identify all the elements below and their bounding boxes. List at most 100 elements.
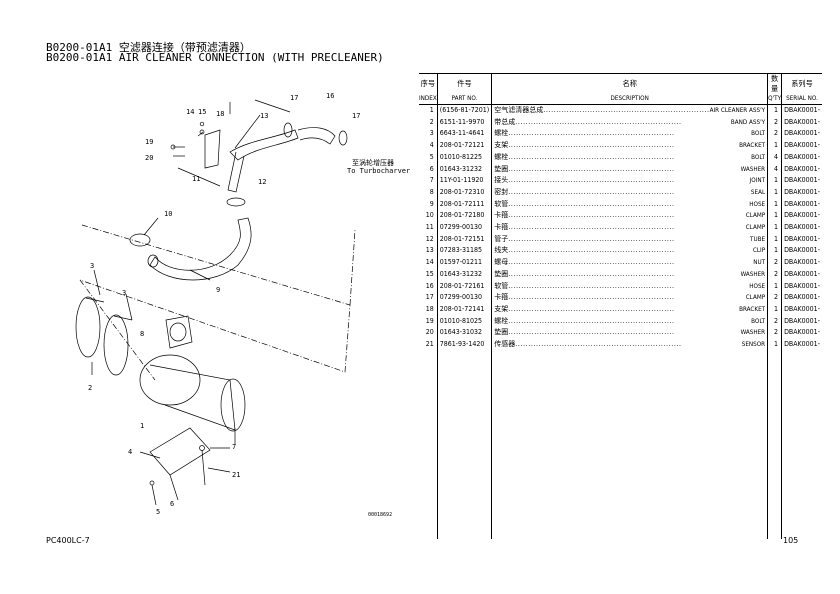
row-serial: DBAK0001- [781, 175, 822, 187]
row-desc-en: CLAMP [745, 212, 766, 220]
row-serial: DBAK0001- [781, 280, 822, 293]
row-qty: 4 [767, 151, 782, 164]
row-index: 17 [425, 293, 434, 302]
row-qty: 1 [767, 280, 782, 293]
row-description: 空气滤清器总成 AIR CLEANER ASS'Y [491, 104, 768, 117]
row-desc-en: CLAMP [745, 224, 766, 232]
row-desc-leader [508, 210, 745, 222]
header-index-en: INDEX [419, 94, 438, 105]
row-desc-leader [515, 339, 741, 351]
row-qty: 1 [767, 245, 782, 258]
row-qty: 2 [767, 292, 782, 304]
row-desc-cn: 螺母 [494, 258, 509, 267]
row-desc-leader [515, 117, 731, 129]
svg-text:6: 6 [170, 500, 174, 508]
row-index: 11 [425, 223, 434, 232]
row-description: 线夹CLIP [491, 245, 768, 258]
row-serial: DBAK0001- [781, 104, 822, 117]
row-desc-en: AIR CLEANER ASS'Y [709, 107, 766, 114]
row-description: 垫圈WASHER [491, 327, 768, 340]
row-desc-en: HOSE [749, 282, 766, 290]
row-desc-en: BOLT [751, 153, 766, 161]
model-name: PC400LC-7 [46, 536, 90, 545]
row-desc-en: BOLT [751, 130, 766, 138]
header-desc-cn: 名称 [491, 73, 768, 94]
header-part-cn: 件号 [436, 73, 492, 94]
row-desc-leader [508, 187, 751, 199]
row-part-no: 208-01-72151 [436, 233, 492, 246]
row-qty: 2 [767, 315, 782, 328]
row-description: 垫圈WASHER [491, 163, 768, 176]
row-desc-cn: 密封 [494, 187, 509, 196]
row-index: 15 [425, 269, 434, 278]
row-desc-cn: 空气滤清器总成 [494, 106, 544, 114]
filler-cell [767, 350, 782, 539]
row-index: 4 [429, 141, 434, 150]
row-serial: DBAK0001- [781, 339, 822, 351]
row-description: 管子TUBE [491, 233, 768, 246]
row-desc-leader [508, 316, 751, 328]
row-index: 5 [429, 152, 434, 161]
svg-text:17: 17 [352, 112, 360, 120]
row-serial: DBAK0001- [781, 210, 822, 223]
row-desc-en: CLIP [752, 247, 766, 255]
svg-text:11: 11 [192, 175, 200, 183]
row-qty: 1 [767, 210, 782, 223]
svg-text:18: 18 [216, 110, 224, 118]
header-serial-cn: 系列号 [781, 73, 822, 94]
row-serial: DBAK0001- [781, 245, 822, 258]
row-serial: DBAK0001- [781, 116, 822, 129]
svg-text:7: 7 [232, 443, 236, 451]
row-description: 支架 BRACKET [491, 303, 768, 316]
row-desc-en: TUBE [750, 235, 766, 243]
svg-text:21: 21 [232, 471, 240, 479]
row-description: 软管HOSE [491, 198, 768, 211]
row-desc-leader [508, 164, 740, 176]
row-qty: 4 [767, 163, 782, 176]
row-qty: 1 [767, 104, 782, 117]
row-desc-cn: 卡箍 [494, 293, 509, 302]
row-description: 密封SEAL [491, 186, 768, 199]
row-part-no: 11Y-01-11920 [436, 175, 492, 187]
row-desc-leader [508, 292, 745, 304]
row-serial: DBAK0001- [781, 128, 822, 141]
row-index: 10 [425, 211, 434, 220]
row-qty: 1 [767, 175, 782, 187]
row-serial: DBAK0001- [781, 222, 822, 234]
row-index: 2 [429, 117, 434, 126]
row-qty: 2 [767, 327, 782, 340]
row-serial: DBAK0001- [781, 315, 822, 328]
row-desc-cn: 支架 [494, 304, 509, 313]
row-description: 卡箍CLAMP [491, 222, 768, 234]
svg-text:16: 16 [326, 92, 334, 100]
row-index: 13 [425, 246, 434, 255]
row-desc-leader [508, 257, 753, 269]
svg-text:10: 10 [164, 210, 172, 218]
row-index: 3 [429, 129, 434, 138]
row-description: 软管HOSE [491, 280, 768, 293]
turbo-caption-en: To Turbocharver [347, 167, 411, 175]
row-desc-en: HOSE [749, 200, 766, 208]
row-description: 螺栓BOLT [491, 128, 768, 141]
row-part-no: 208-01-72121 [436, 140, 492, 152]
row-index: 6 [429, 164, 434, 173]
row-qty: 2 [767, 116, 782, 129]
row-desc-en: NUT [753, 259, 766, 267]
row-desc-cn: 螺栓 [494, 152, 509, 161]
row-desc-en: BRACKET [739, 305, 766, 313]
row-part-no: 208-01-72141 [436, 303, 492, 316]
row-index: 9 [429, 199, 434, 208]
row-desc-en: BRACKET [739, 142, 766, 150]
row-qty: 2 [767, 128, 782, 141]
row-desc-en: WASHER [740, 270, 766, 278]
row-serial: DBAK0001- [781, 151, 822, 164]
header-desc-en: DESCRIPTION [491, 94, 768, 105]
